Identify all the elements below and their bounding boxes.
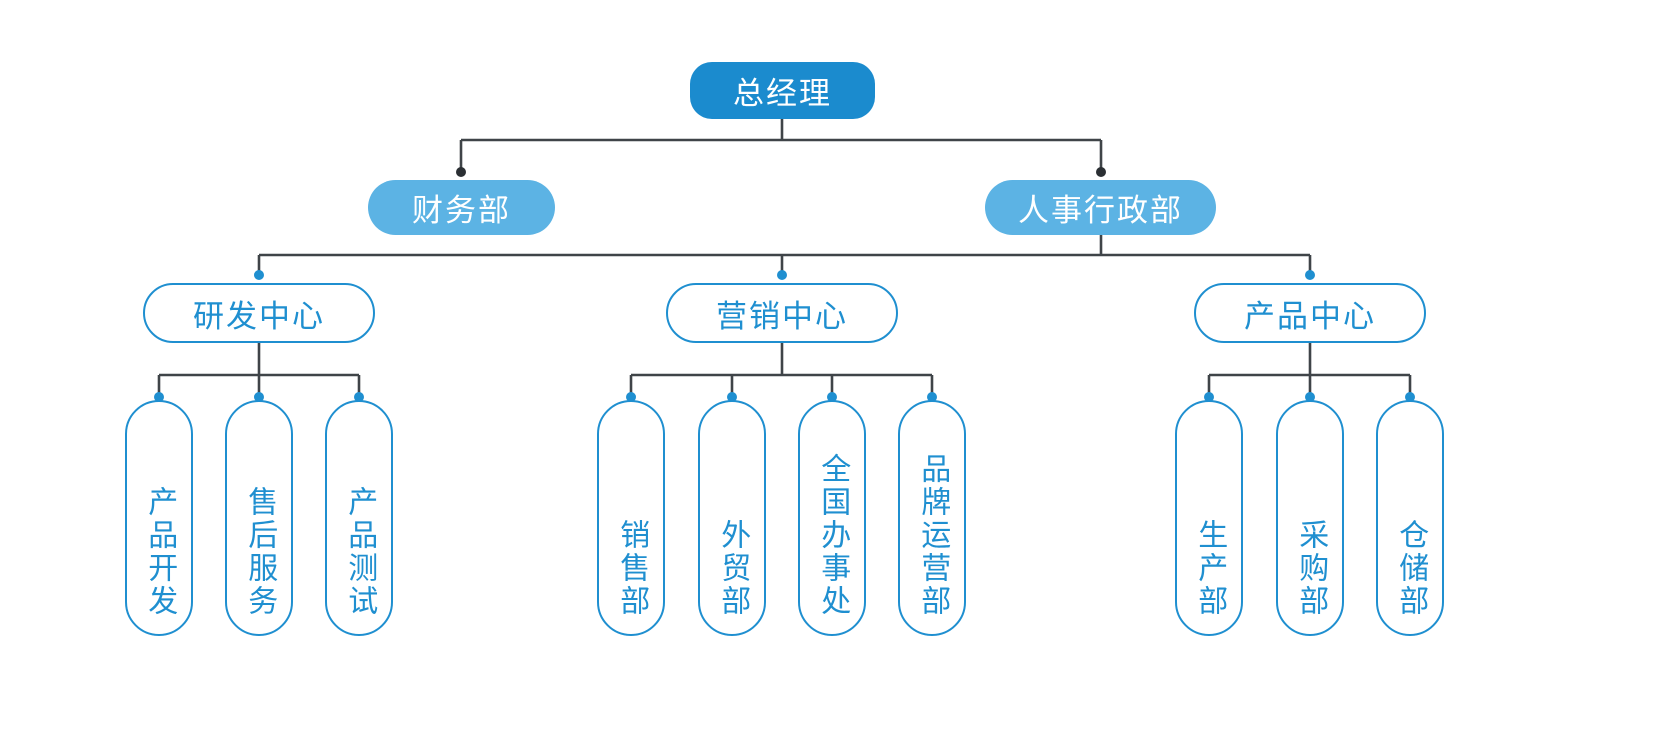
node-national-offices[interactable]: 全国办事处 (798, 400, 866, 636)
node-label: 产品中心 (1244, 298, 1376, 334)
node-procurement-department[interactable]: 采购部 (1276, 400, 1344, 636)
node-marketing-center[interactable]: 营销中心 (666, 283, 898, 343)
node-label: 营销中心 (716, 298, 848, 334)
node-product-center[interactable]: 产品中心 (1194, 283, 1426, 343)
node-production-department[interactable]: 生产部 (1175, 400, 1243, 636)
node-after-sales-service[interactable]: 售后服务 (225, 400, 293, 636)
node-label: 全国办事处 (816, 453, 850, 618)
node-product-testing[interactable]: 产品测试 (325, 400, 393, 636)
node-label: 产品开发 (143, 486, 177, 618)
node-label: 人事行政部 (1018, 193, 1183, 228)
node-hr-admin-department[interactable]: 人事行政部 (985, 180, 1216, 235)
node-label: 财务部 (412, 193, 511, 228)
node-product-development[interactable]: 产品开发 (125, 400, 193, 636)
node-brand-operations-department[interactable]: 品牌运营部 (898, 400, 966, 636)
node-label: 总经理 (733, 76, 832, 111)
node-label: 外贸部 (716, 519, 750, 618)
node-root-general-manager[interactable]: 总经理 (690, 62, 875, 119)
node-label: 品牌运营部 (916, 453, 950, 618)
node-warehouse-department[interactable]: 仓储部 (1376, 400, 1444, 636)
node-sales-department[interactable]: 销售部 (597, 400, 665, 636)
node-label: 销售部 (615, 519, 649, 618)
node-rnd-center[interactable]: 研发中心 (143, 283, 375, 343)
node-label: 仓储部 (1394, 519, 1428, 618)
node-label: 采购部 (1294, 519, 1328, 618)
node-finance-department[interactable]: 财务部 (368, 180, 555, 235)
node-label: 产品测试 (343, 486, 377, 618)
node-foreign-trade-department[interactable]: 外贸部 (698, 400, 766, 636)
node-label: 研发中心 (193, 298, 325, 334)
node-label: 售后服务 (243, 486, 277, 618)
node-label: 生产部 (1193, 519, 1227, 618)
